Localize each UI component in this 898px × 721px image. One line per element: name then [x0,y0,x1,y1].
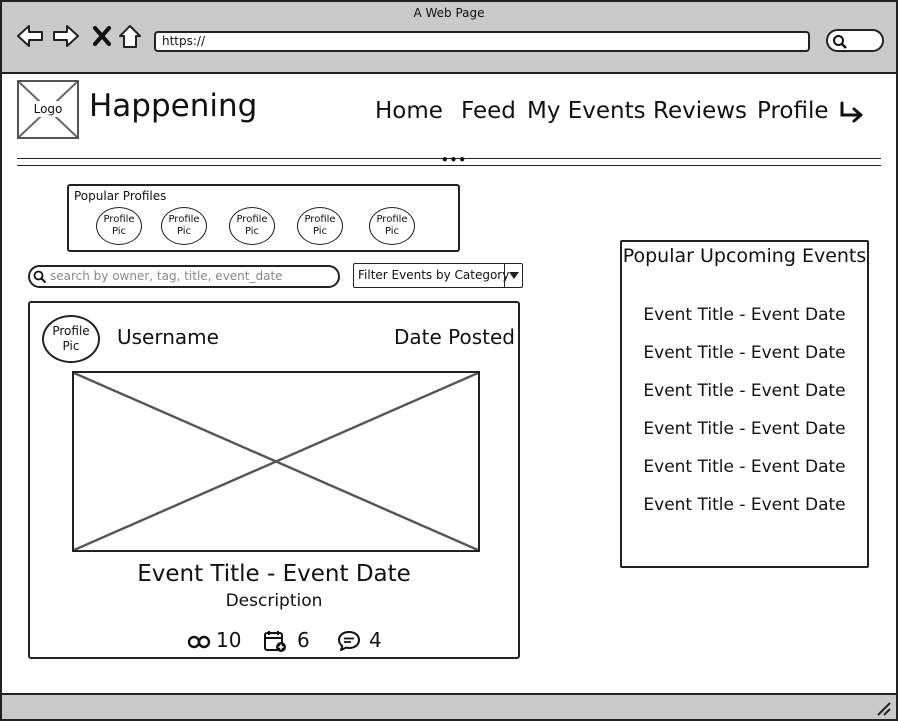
chevron-down-icon[interactable] [504,263,523,288]
event-card[interactable] [28,301,520,659]
date-posted: Date Posted [394,325,516,349]
calendar-add-icon[interactable] [263,629,287,653]
site-title[interactable]: Happening [89,88,258,124]
page-content [0,74,898,694]
logo-label: Logo [27,101,69,117]
upcoming-events-title: Popular Upcoming Events [622,245,867,267]
nav-home[interactable]: Home [375,98,443,124]
attending-count: 6 [297,628,310,652]
category-filter-select[interactable]: Filter Events by Category [353,263,523,288]
upcoming-event-item[interactable]: Event Title - Event Date [643,381,846,401]
profile-pic[interactable]: Profile Pic [96,207,142,245]
profile-pic[interactable]: Profile Pic [161,207,207,245]
logout-icon[interactable] [838,101,866,123]
upcoming-events-panel [620,240,869,568]
search-icon [833,35,847,49]
header-divider [17,158,881,159]
header-divider [17,165,881,166]
window-title: A Web Page [413,6,485,20]
upcoming-event-item[interactable]: Event Title - Event Date [643,419,846,439]
upcoming-event-item[interactable]: Event Title - Event Date [643,305,846,325]
comments-count: 4 [369,628,382,652]
username[interactable]: Username [117,325,219,349]
upcoming-event-item[interactable]: Event Title - Event Date [643,343,846,363]
profile-pic[interactable]: Profile Pic [369,207,415,245]
search-icon [33,270,47,284]
event-image[interactable] [72,371,480,552]
nav-feed[interactable]: Feed [461,98,516,124]
url-input[interactable]: https:// [154,31,810,52]
close-icon[interactable] [88,22,116,50]
event-description: Description [225,591,323,611]
event-title[interactable]: Event Title - Event Date [137,561,411,587]
forward-icon[interactable] [52,22,80,50]
profile-pic[interactable]: Profile Pic [229,207,275,245]
status-bar [0,693,898,721]
views-icon[interactable] [187,629,211,653]
divider-handle: ••• [441,153,468,167]
avatar[interactable]: Profile Pic [42,315,100,363]
event-search-input[interactable]: search by owner, tag, title, event_date [28,265,340,288]
comment-icon[interactable] [337,629,361,653]
resize-grip-icon[interactable] [876,701,892,717]
nav-profile[interactable]: Profile [757,98,829,124]
upcoming-event-item[interactable]: Event Title - Event Date [643,495,846,515]
back-icon[interactable] [16,22,44,50]
profile-pic[interactable]: Profile Pic [297,207,343,245]
popular-profiles-panel [67,184,460,252]
views-count: 10 [216,628,242,652]
browser-search-field[interactable] [826,29,884,52]
nav-reviews[interactable]: Reviews [653,98,748,124]
home-icon[interactable] [116,22,144,50]
nav-my-events[interactable]: My Events [527,98,646,124]
popular-profiles-title: Popular Profiles [74,189,167,203]
upcoming-event-item[interactable]: Event Title - Event Date [643,457,846,477]
